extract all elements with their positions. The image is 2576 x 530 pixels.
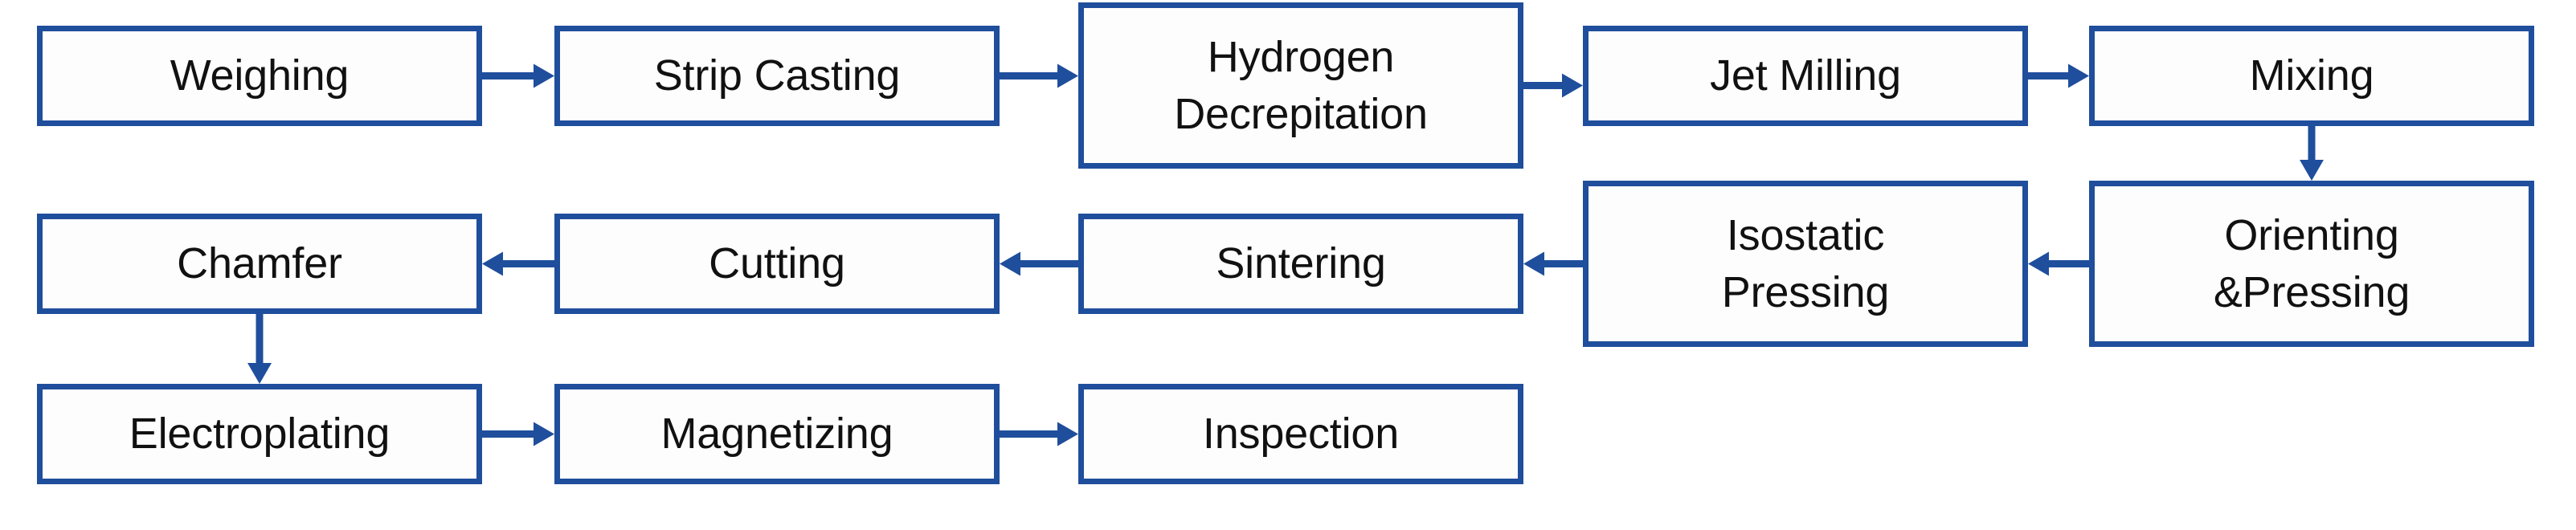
- arrowhead-icon: [1057, 63, 1078, 88]
- arrowhead-icon: [1057, 422, 1078, 446]
- process-node-label: Strip Casting: [653, 51, 901, 100]
- edge-mixing-to-orienting-pressing: [2300, 126, 2324, 181]
- process-node-label: Isostatic Pressing: [1721, 211, 1890, 316]
- arrowhead-icon: [2300, 160, 2324, 181]
- process-node-hydrogen-decrepitation[interactable]: Hydrogen Decrepitation: [1078, 2, 1523, 169]
- edge-magnetizing-to-inspection: [1000, 422, 1078, 446]
- process-node-label: Mixing: [2249, 51, 2374, 100]
- process-node-jet-milling[interactable]: Jet Milling: [1583, 26, 2028, 126]
- process-node-orienting-pressing[interactable]: Orienting &Pressing: [2089, 181, 2534, 347]
- edge-weighing-to-strip-casting: [482, 63, 554, 88]
- process-node-label: Orienting &Pressing: [2213, 211, 2410, 316]
- arrowhead-icon: [2028, 251, 2049, 276]
- arrowhead-icon: [1562, 73, 1583, 98]
- process-node-cutting[interactable]: Cutting: [554, 214, 1000, 314]
- edge-sintering-to-cutting: [1000, 251, 1078, 276]
- arrowhead-icon: [534, 63, 554, 88]
- edge-electroplating-to-magnetizing: [482, 422, 554, 446]
- process-node-label: Weighing: [170, 51, 350, 100]
- edge-cutting-to-chamfer: [482, 251, 554, 276]
- process-node-label: Cutting: [709, 238, 845, 287]
- process-node-magnetizing[interactable]: Magnetizing: [554, 384, 1000, 484]
- arrowhead-icon: [2068, 63, 2089, 88]
- process-node-strip-casting[interactable]: Strip Casting: [554, 26, 1000, 126]
- arrowhead-icon: [1000, 251, 1020, 276]
- process-node-label: Jet Milling: [1710, 51, 1901, 100]
- process-node-electroplating[interactable]: Electroplating: [37, 384, 482, 484]
- process-node-label: Hydrogen Decrepitation: [1174, 33, 1428, 138]
- process-node-label: Inspection: [1202, 409, 1400, 458]
- process-node-label: Magnetizing: [660, 409, 893, 458]
- process-node-label: Electroplating: [129, 409, 390, 458]
- edge-strip-casting-to-hydrogen-decrepitation: [1000, 63, 1078, 88]
- process-node-inspection[interactable]: Inspection: [1078, 384, 1523, 484]
- process-node-isostatic-pressing[interactable]: Isostatic Pressing: [1583, 181, 2028, 347]
- edge-chamfer-to-electroplating: [247, 314, 272, 384]
- arrowhead-icon: [247, 363, 272, 384]
- process-node-label: Sintering: [1216, 238, 1386, 287]
- process-node-sintering[interactable]: Sintering: [1078, 214, 1523, 314]
- edge-isostatic-pressing-to-sintering: [1523, 251, 1583, 276]
- edge-hydrogen-decrepitation-to-jet-milling: [1523, 73, 1583, 98]
- arrowhead-icon: [1523, 251, 1544, 276]
- process-node-chamfer[interactable]: Chamfer: [37, 214, 482, 314]
- process-node-label: Chamfer: [177, 238, 342, 287]
- process-node-weighing[interactable]: Weighing: [37, 26, 482, 126]
- process-node-mixing[interactable]: Mixing: [2089, 26, 2534, 126]
- arrowhead-icon: [534, 422, 554, 446]
- edge-jet-milling-to-mixing: [2028, 63, 2089, 88]
- edge-orienting-pressing-to-isostatic-pressing: [2028, 251, 2089, 276]
- arrowhead-icon: [482, 251, 503, 276]
